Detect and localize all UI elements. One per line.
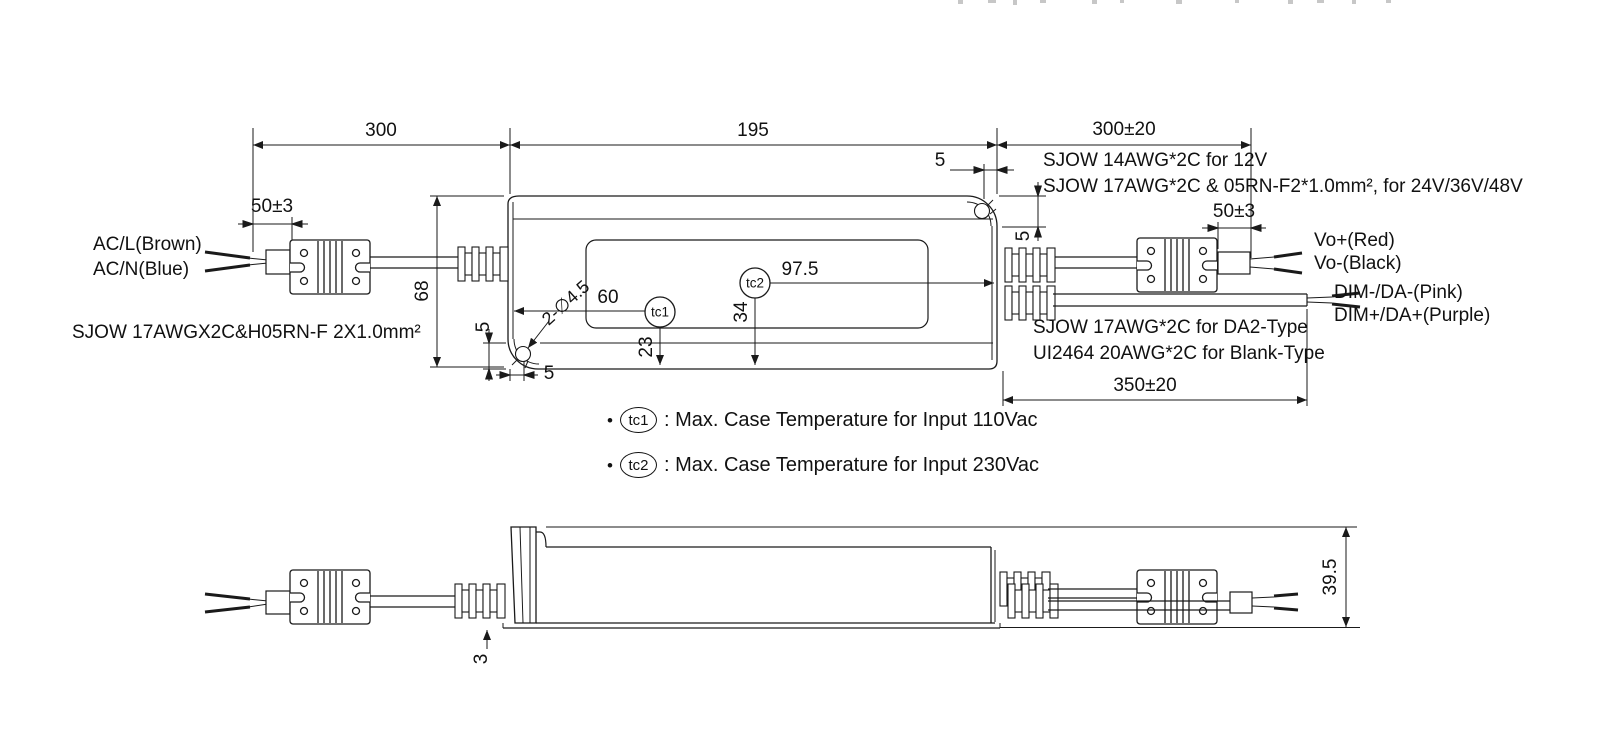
label-dim-plus: DIM+/DA+(Purple) [1334,305,1491,326]
dim-case-length: 195 [737,120,769,141]
top-view-cabling [204,237,1361,321]
tc1-marker: tc1 [650,304,670,320]
input-wire-line [204,250,251,260]
label-ac-neutral: AC/N(Blue) [93,259,190,280]
label-input-cable-spec: SJOW 17AWGX2C&H05RN-F 2X1.0mm² [72,322,421,343]
note-tc1-text: : Max. Case Temperature for Input 110Vac [663,408,1038,431]
output-strain-relief-vo [1004,247,1056,283]
label-output-spec-12v: SJOW 14AWG*2C for 12V [1043,150,1268,171]
label-dim-cable-spec-da2: SJOW 17AWG*2C for DA2-Type [1033,317,1308,338]
dim-case-width: 68 [412,280,433,302]
label-ac-line: AC/L(Brown) [93,234,202,255]
dim-flange-thickness: 3 [471,653,492,665]
input-strain-relief [457,246,509,282]
side-input-strain-relief [454,583,506,619]
input-wire-neutral [204,263,251,273]
dim-minus-wire [1331,291,1361,298]
output-strain-relief-dim [1004,285,1056,321]
dim-side-height: 39.5 [1320,558,1341,596]
dim-strip-right: 50±3 [1212,201,1256,222]
label-dim-cable-spec-blank: UI2464 20AWG*2C for Blank-Type [1033,343,1325,364]
note-bullet: • [607,455,613,475]
tc2-point [739,267,771,299]
note-tc1: • tc1 : Max. Case Temperature for Input … [607,407,1037,433]
label-vo-plus: Vo+(Red) [1314,230,1395,251]
dim-dim-cable-length: 350±20 [1113,375,1177,396]
dim-output-cable-length: 300±20 [1092,119,1156,140]
clipped-header-remnant [958,0,1391,5]
side-output-connector [1136,569,1218,625]
output-connector [1136,237,1218,293]
dim-input-cable-length: 300 [365,120,397,141]
dimension-lines [238,128,1360,649]
note-tc2: • tc2 : Max. Case Temperature for Input … [607,452,1039,478]
vo-minus-wire [1273,267,1303,275]
top-view [507,195,998,370]
side-end-cap [510,526,537,624]
label-vo-minus: Vo-(Black) [1314,253,1402,274]
tc1-note-marker: tc1 [619,407,657,433]
dim-strip-left: 50±3 [250,196,294,217]
dim-notch-right-h: 5 [934,150,946,171]
label-output-spec-hv: SJOW 17AWG*2C & 05RN-F2*1.0mm², for 24V/… [1043,176,1523,197]
dim-notch-right-v: 5 [1013,230,1034,242]
dim-tc2-offset-y: 34 [731,301,752,323]
input-connector [289,239,371,295]
dim-tc1-offset-y: 23 [636,336,657,358]
dim-notch-left-v: 5 [473,321,494,333]
note-bullet: • [607,410,613,430]
dim-tc1-offset-x: 60 [597,287,619,308]
dim-tc2-offset-x: 97.5 [781,259,819,280]
label-dim-minus: DIM-/DA-(Pink) [1334,282,1463,303]
side-view [204,526,1299,629]
tc1-point [644,296,676,328]
note-tc2-text: : Max. Case Temperature for Input 230Vac [663,453,1039,476]
side-input-connector [289,569,371,625]
vo-plus-wire [1273,251,1303,259]
dim-plus-wire [1331,302,1361,309]
tc2-note-marker: tc2 [619,452,657,478]
tc2-marker: tc2 [745,275,765,291]
dim-notch-left-h: 5 [543,363,555,384]
